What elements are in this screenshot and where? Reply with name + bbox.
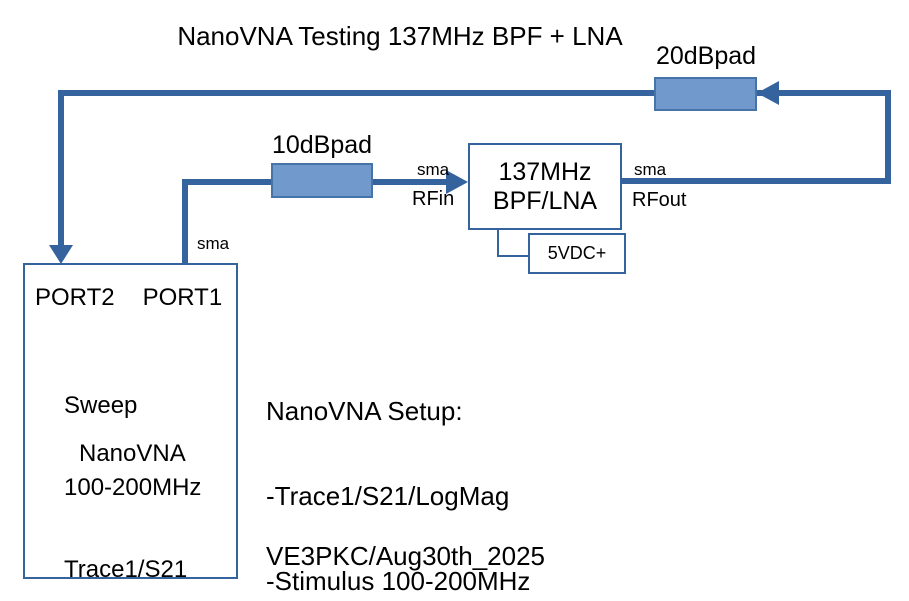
vna-settings: Sweep 100-200MHz Trace1/S21	[64, 338, 201, 601]
rfout-sma-label: sma	[634, 160, 667, 179]
setup-notes: NanoVNA Setup: -Trace1/S21/LogMag -Stimu…	[266, 340, 650, 601]
vna-setting-line: Trace1/S21	[64, 555, 188, 583]
dut-name-line1: 137MHz	[498, 157, 592, 186]
setup-line: -Stimulus 100-200MHz	[266, 566, 531, 597]
port1-sma-label: sma	[197, 234, 230, 253]
diagram-title: NanoVNA Testing 137MHz BPF + LNA	[177, 21, 623, 51]
vna-box	[23, 263, 238, 579]
vna-device-name: NanoVNA	[79, 440, 186, 467]
signal-line-port1-vertical	[182, 179, 188, 263]
pad10-label: 10dBpad	[271, 131, 373, 159]
pad20-label: 20dBpad	[655, 42, 757, 70]
setup-line: -Trace1/S21/LogMag	[266, 481, 510, 512]
dut-name-line2: BPF/LNA	[492, 186, 598, 215]
arrowhead-into-port2-icon	[49, 245, 73, 264]
signal-line-top	[58, 90, 891, 96]
signal-line-right-vertical	[885, 90, 891, 184]
pad20-block	[654, 77, 757, 111]
pad10-block	[271, 163, 373, 198]
vna-setting-line: 100-200MHz	[64, 474, 202, 502]
setup-line: NanoVNA Setup:	[266, 395, 463, 426]
rfin-sma-label: sma	[417, 160, 450, 179]
power-label: 5VDC+	[547, 243, 607, 263]
rfin-label: RFin	[412, 188, 455, 210]
port2-label: PORT2	[35, 284, 115, 311]
credit-text: VE3PKC/Aug30th_2025	[266, 541, 545, 571]
signal-line-rfout	[622, 178, 891, 184]
port1-label: PORT1	[142, 284, 223, 311]
vna-setting-line: Sweep	[64, 392, 138, 420]
vna-ports-row: PORT2 PORT1	[35, 284, 222, 312]
power-connector-horizontal	[497, 255, 528, 257]
arrowhead-into-rfin-icon	[446, 170, 468, 194]
dut-box: 137MHz BPF/LNA	[468, 143, 622, 230]
rfout-label: RFout	[632, 189, 687, 211]
signal-line-left-vertical	[58, 90, 64, 246]
power-connector-vertical	[497, 229, 499, 257]
power-box: 5VDC+	[528, 233, 626, 274]
arrowhead-into-pad20-icon	[757, 81, 779, 105]
